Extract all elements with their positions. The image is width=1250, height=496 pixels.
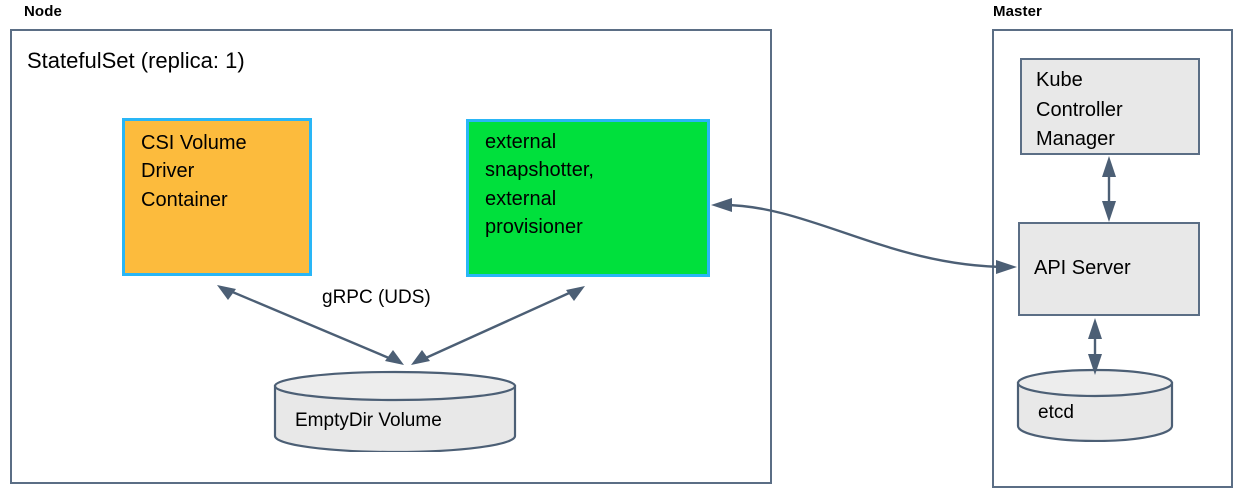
cylinder-shape xyxy=(273,370,517,452)
kcm-line-1: Kube xyxy=(1036,69,1083,91)
external-sidecars-box[interactable]: external snapshotter, external provision… xyxy=(466,119,710,277)
kcm-line-3: Manager xyxy=(1036,128,1115,151)
emptydir-volume-label: EmptyDir Volume xyxy=(295,410,442,431)
emptydir-volume-cylinder[interactable]: EmptyDir Volume xyxy=(273,370,517,452)
sidecar-line-1: external xyxy=(485,131,557,153)
statefulset-label: StatefulSet (replica: 1) xyxy=(27,48,245,73)
api-server-label: API Server xyxy=(1034,257,1131,280)
kcm-line-2: Controller xyxy=(1036,98,1123,121)
master-group-caption: Master xyxy=(993,3,1042,20)
csi-driver-line-3: Container xyxy=(141,188,228,211)
sidecar-line-3: external xyxy=(485,187,557,210)
etcd-cylinder[interactable]: etcd xyxy=(1016,368,1174,442)
csi-driver-line-2: Driver xyxy=(141,160,195,183)
node-group-caption: Node xyxy=(24,3,62,20)
csi-volume-driver-container-box[interactable]: CSI Volume Driver Container xyxy=(122,118,312,276)
sidecar-line-4: provisioner xyxy=(485,216,583,239)
etcd-label: etcd xyxy=(1038,402,1074,423)
sidecar-line-2: snapshotter, xyxy=(485,159,594,182)
kube-controller-manager-box[interactable]: Kube Controller Manager xyxy=(1020,58,1200,155)
grpc-uds-edge-label: gRPC (UDS) xyxy=(322,287,431,308)
csi-driver-line-1: CSI Volume xyxy=(141,132,247,154)
cylinder-shape xyxy=(1016,368,1174,442)
api-server-box[interactable]: API Server xyxy=(1018,222,1200,316)
